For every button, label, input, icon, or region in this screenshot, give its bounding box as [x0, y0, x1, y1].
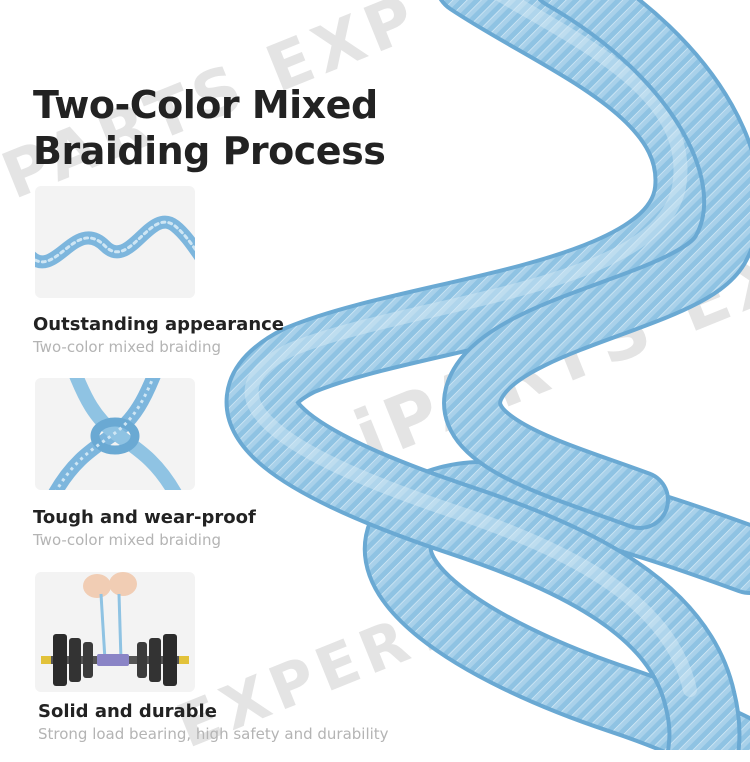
feature-subtitle-appearance: Two-color mixed braiding [33, 338, 221, 356]
feature-title-wear-proof: Tough and wear-proof [33, 507, 256, 528]
dumbbell-lift-icon [41, 572, 189, 686]
feature-card-wear-proof [35, 378, 195, 490]
title-line-2: Braiding Process [33, 129, 386, 173]
feature-title-durable: Solid and durable [38, 701, 217, 722]
title-line-1: Two-Color Mixed [33, 83, 378, 127]
feature-card-appearance [35, 186, 195, 298]
page-title: Two-Color Mixed Braiding Process [33, 82, 386, 174]
feature-card-durable [35, 572, 195, 692]
feature-subtitle-durable: Strong load bearing, high safety and dur… [38, 725, 389, 743]
feature-title-appearance: Outstanding appearance [33, 314, 285, 335]
knotted-cable-icon [48, 378, 182, 490]
feature-subtitle-wear-proof: Two-color mixed braiding [33, 531, 221, 549]
wavy-cable-icon [35, 215, 195, 269]
